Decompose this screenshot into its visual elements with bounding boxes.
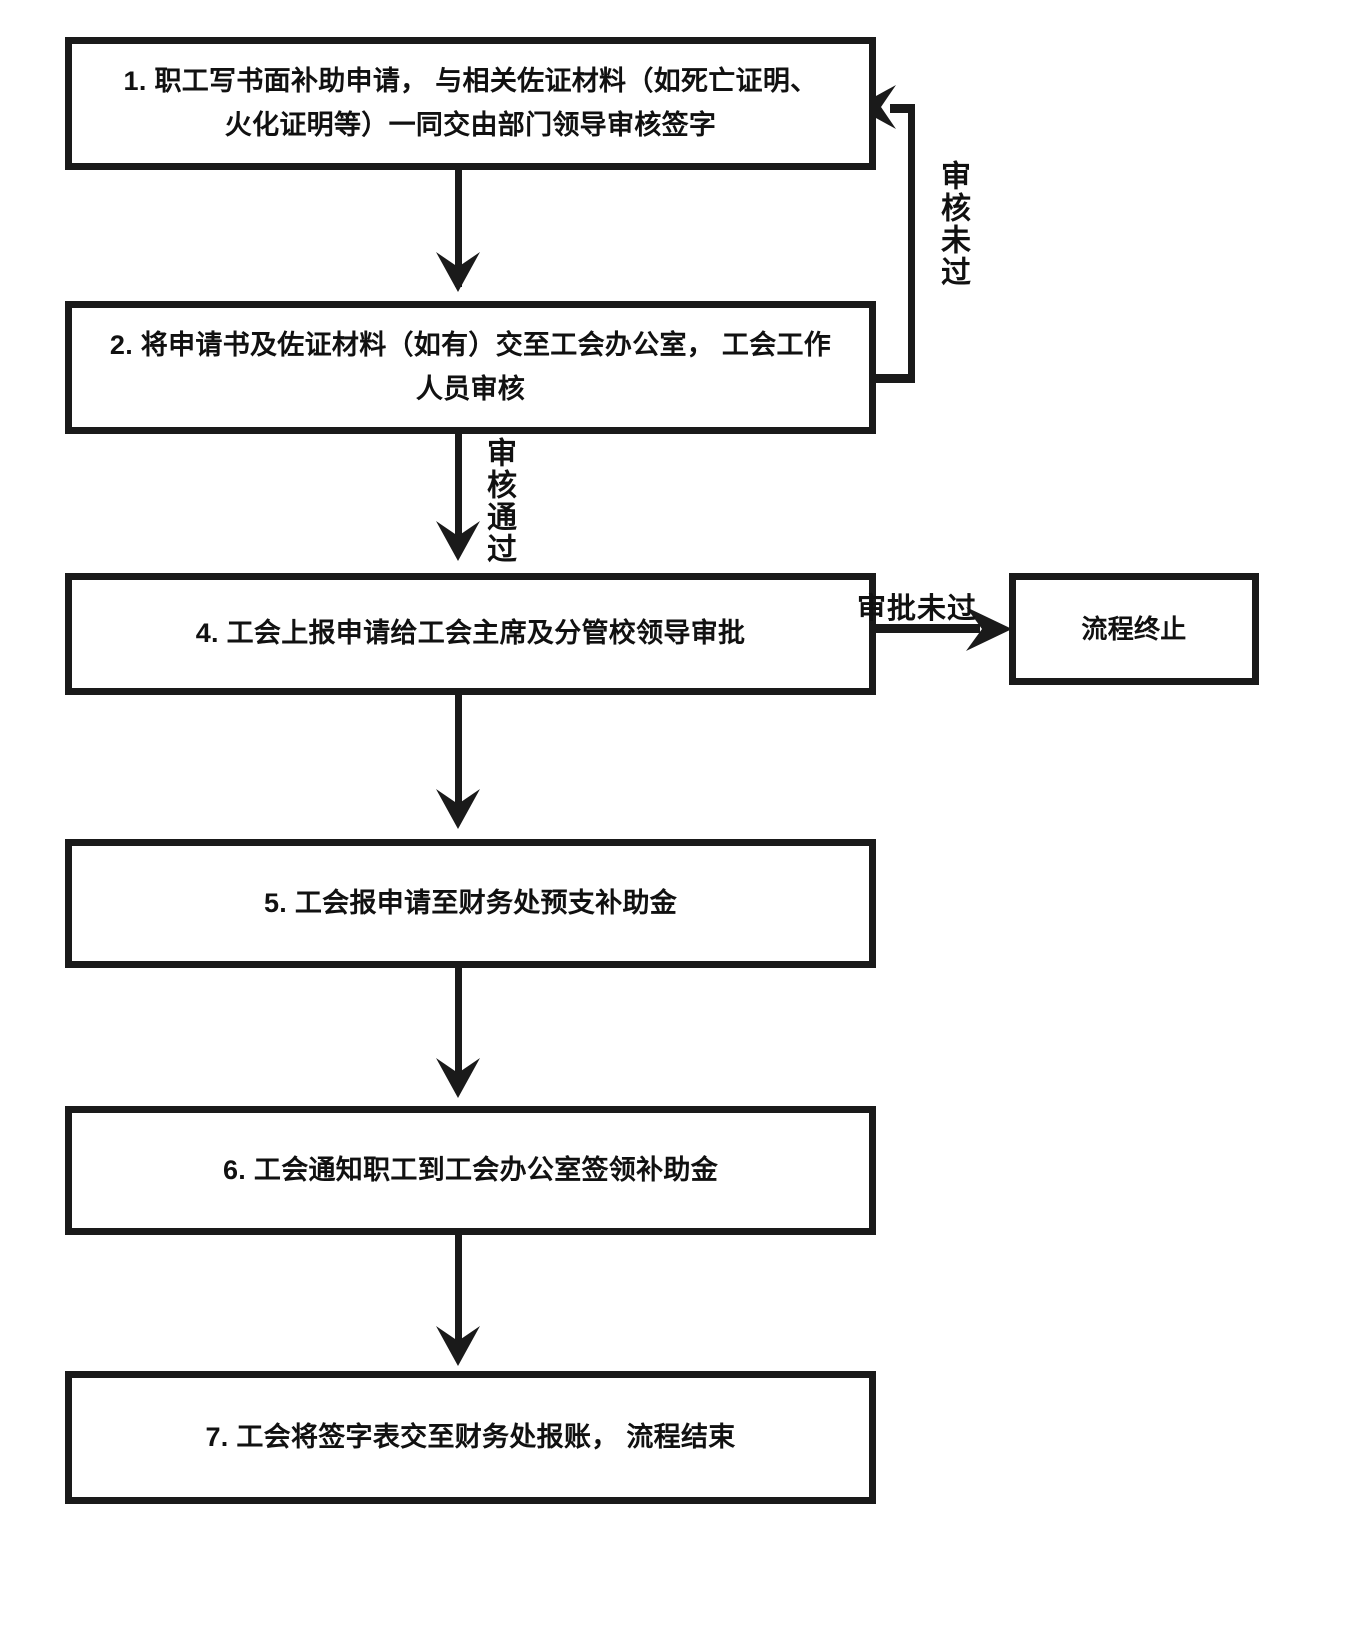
arrow-down-1-to-2 — [435, 252, 481, 292]
connector-2-to-4-shaft — [455, 434, 462, 552]
terminate-box-label: 流程终止 — [1081, 613, 1187, 644]
arrow-down-4-to-5 — [435, 789, 481, 829]
process-box-6[interactable]: 6. 工会通知职工到工会办公室签领补助金 — [65, 1106, 876, 1235]
arrow-down-2-to-4 — [435, 521, 481, 561]
process-box-7[interactable]: 7. 工会将签字表交至财务处报账， 流程结束 — [65, 1371, 876, 1504]
connector-4-to-terminate-shaft — [872, 624, 980, 633]
feedback-loop-bottom-segment — [855, 374, 915, 383]
process-box-2[interactable]: 2. 将申请书及佐证材料（如有）交至工会办公室， 工会工作 人员审核 — [65, 301, 876, 434]
edge-label-review-passed: 审核通过 — [482, 437, 515, 565]
process-box-1[interactable]: 1. 职工写书面补助申请， 与相关佐证材料（如死亡证明、 火化证明等）一同交由部… — [65, 37, 876, 170]
process-box-1-label: 1. 职工写书面补助申请， 与相关佐证材料（如死亡证明、 火化证明等）一同交由部… — [123, 65, 818, 140]
connector-5-to-6-shaft — [455, 968, 462, 1078]
arrow-left-2-to-1 — [856, 84, 896, 130]
process-box-4-label: 4. 工会上报申请给工会主席及分管校领导审批 — [195, 618, 746, 649]
feedback-loop-vertical-segment — [908, 104, 915, 383]
arrow-down-5-to-6 — [435, 1058, 481, 1098]
process-box-7-label: 7. 工会将签字表交至财务处报账， 流程结束 — [205, 1421, 736, 1452]
arrow-down-6-to-7 — [435, 1326, 481, 1366]
connector-4-to-5-shaft — [455, 695, 462, 813]
process-box-2-label: 2. 将申请书及佐证材料（如有）交至工会办公室， 工会工作 人员审核 — [109, 329, 832, 404]
process-box-6-label: 6. 工会通知职工到工会办公室签领补助金 — [222, 1154, 719, 1185]
process-box-5-label: 5. 工会报申请至财务处预支补助金 — [263, 887, 678, 918]
connector-1-to-2-shaft — [455, 170, 462, 287]
connector-6-to-7-shaft — [455, 1235, 462, 1347]
edge-label-approval-failed: 审批未过 — [857, 593, 978, 625]
feedback-loop-top-segment — [890, 104, 915, 113]
process-box-5[interactable]: 5. 工会报申请至财务处预支补助金 — [65, 839, 876, 968]
process-box-4[interactable]: 4. 工会上报申请给工会主席及分管校领导审批 — [65, 573, 876, 695]
edge-label-review-failed: 审核未过 — [936, 160, 969, 288]
terminate-box[interactable]: 流程终止 — [1009, 573, 1259, 685]
arrow-right-4-to-terminate — [966, 606, 1012, 652]
